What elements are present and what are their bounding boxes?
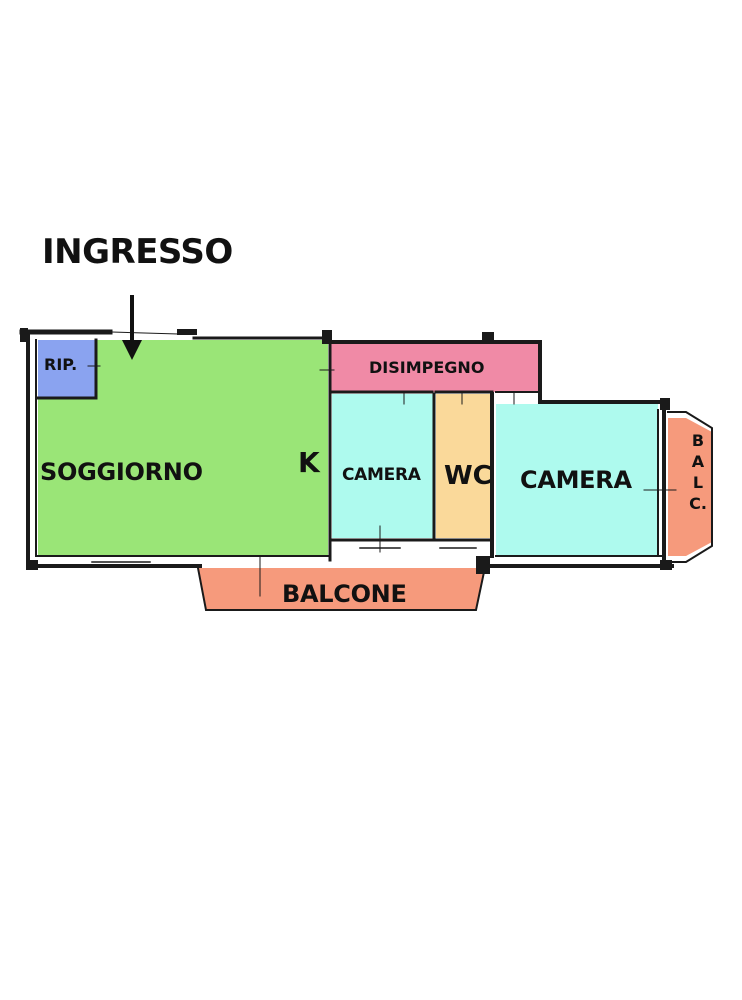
camera-large-label: CAMERA	[520, 466, 632, 494]
balcony-side-letter: A	[691, 452, 705, 471]
ripostiglio-area	[38, 340, 96, 398]
disimpegno-label: DISIMPEGNO	[369, 358, 485, 377]
walls	[19, 328, 713, 611]
soggiorno-label: SOGGIORNO	[40, 458, 203, 486]
kitchen-label: K	[298, 446, 320, 479]
wc-label: WC	[444, 461, 492, 491]
balcony-side-area	[668, 418, 712, 556]
camera-small-area	[332, 394, 434, 538]
balcone-label: BALCONE	[282, 580, 407, 608]
camera-large-area	[496, 404, 658, 556]
entrance-arrow-icon	[122, 295, 142, 360]
wc-area	[436, 394, 491, 538]
camera-small-label: CAMERA	[342, 465, 421, 485]
soggiorno-area	[38, 340, 328, 555]
balcony-side-label: B A L C.	[686, 430, 710, 514]
ripostiglio-label: RIP.	[44, 355, 78, 374]
balcony-side-letter: L	[692, 473, 704, 492]
balcone-area	[198, 568, 484, 610]
balcony-side-letter: C.	[689, 494, 707, 513]
entrance-label: INGRESSO	[42, 232, 233, 272]
balcony-side-letter: B	[691, 431, 705, 450]
disimpegno-area	[330, 344, 538, 392]
